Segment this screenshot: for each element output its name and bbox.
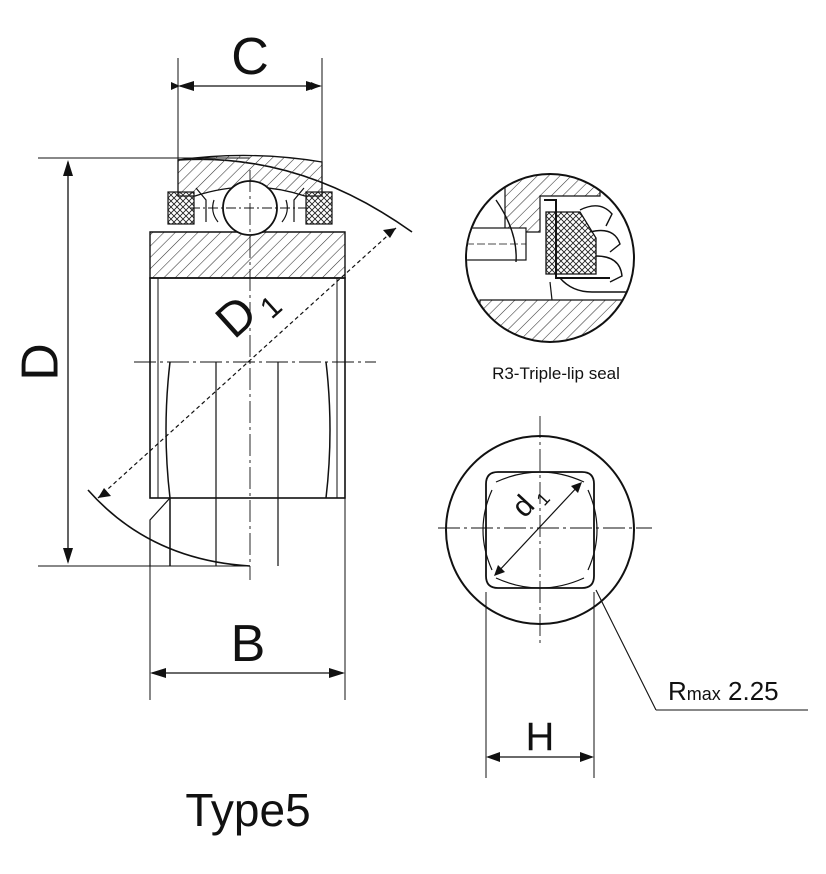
seal-ball-arc	[495, 199, 517, 263]
seal-step	[549, 281, 553, 301]
c-arrow-right	[306, 81, 322, 91]
seal-lip-1	[579, 205, 613, 227]
label-b: B	[231, 615, 266, 673]
bore-arc-bottom	[495, 577, 585, 589]
seal-caption: R3-Triple-lip seal	[492, 364, 620, 383]
bore-right-curve	[325, 361, 331, 499]
seal-inner-ring-hatch	[479, 299, 633, 341]
bore-arc-right	[587, 489, 598, 571]
square-bore	[485, 471, 595, 589]
bore-chamfer	[149, 497, 171, 566]
seal-left	[167, 191, 195, 225]
b-arrow-right	[329, 668, 345, 678]
label-rmax: Rmax 2.25	[668, 676, 779, 706]
bore-left-curve	[165, 361, 171, 566]
h-arrow-right	[580, 752, 594, 762]
d-arrow-top	[63, 160, 73, 176]
label-rmax-sub: max	[687, 684, 721, 704]
seal-lip-right	[293, 187, 305, 222]
b-arrow-left	[150, 668, 166, 678]
seal-flinger	[559, 277, 631, 300]
outer-ring-hatch	[149, 231, 346, 279]
type-title: Type5	[185, 784, 310, 836]
cage-right	[281, 199, 288, 223]
cage-left	[212, 199, 219, 223]
seal-lip-2	[589, 229, 621, 253]
label-rmax-prefix: R	[668, 676, 687, 706]
d1-bore-dimension-line	[495, 483, 581, 575]
seal-right	[305, 191, 333, 225]
bore-arc-top	[495, 471, 585, 483]
h-arrow-left	[486, 752, 500, 762]
label-d1: D 1	[206, 286, 289, 349]
d1-bore-arrow-top	[571, 482, 582, 493]
label-rmax-value: 2.25	[721, 676, 779, 706]
d-arrow-bottom	[63, 548, 73, 564]
seal-metal-insert	[544, 199, 610, 279]
c-arrow-left	[178, 81, 194, 91]
square-bore-view: d 1 H Rmax 2.25	[438, 416, 808, 778]
d1-bore-arrow-bottom	[494, 565, 505, 576]
rmax-leader	[595, 589, 657, 711]
seal-lip-3	[595, 255, 623, 283]
d1-arrow-bottom	[98, 488, 111, 498]
bore-arc-left	[482, 489, 493, 571]
seal-lip-left	[195, 187, 207, 222]
label-h: H	[526, 715, 555, 759]
d1-arrow-top	[383, 228, 396, 238]
seal-detail-view: R3-Triple-lip seal	[465, 173, 635, 383]
label-c: C	[231, 28, 269, 86]
outer-ring-arc-bottom	[87, 489, 251, 567]
bearing-section-view: C D D 1 B	[12, 28, 413, 700]
label-d1-letter: D	[206, 286, 267, 349]
label-d: D	[12, 343, 70, 381]
